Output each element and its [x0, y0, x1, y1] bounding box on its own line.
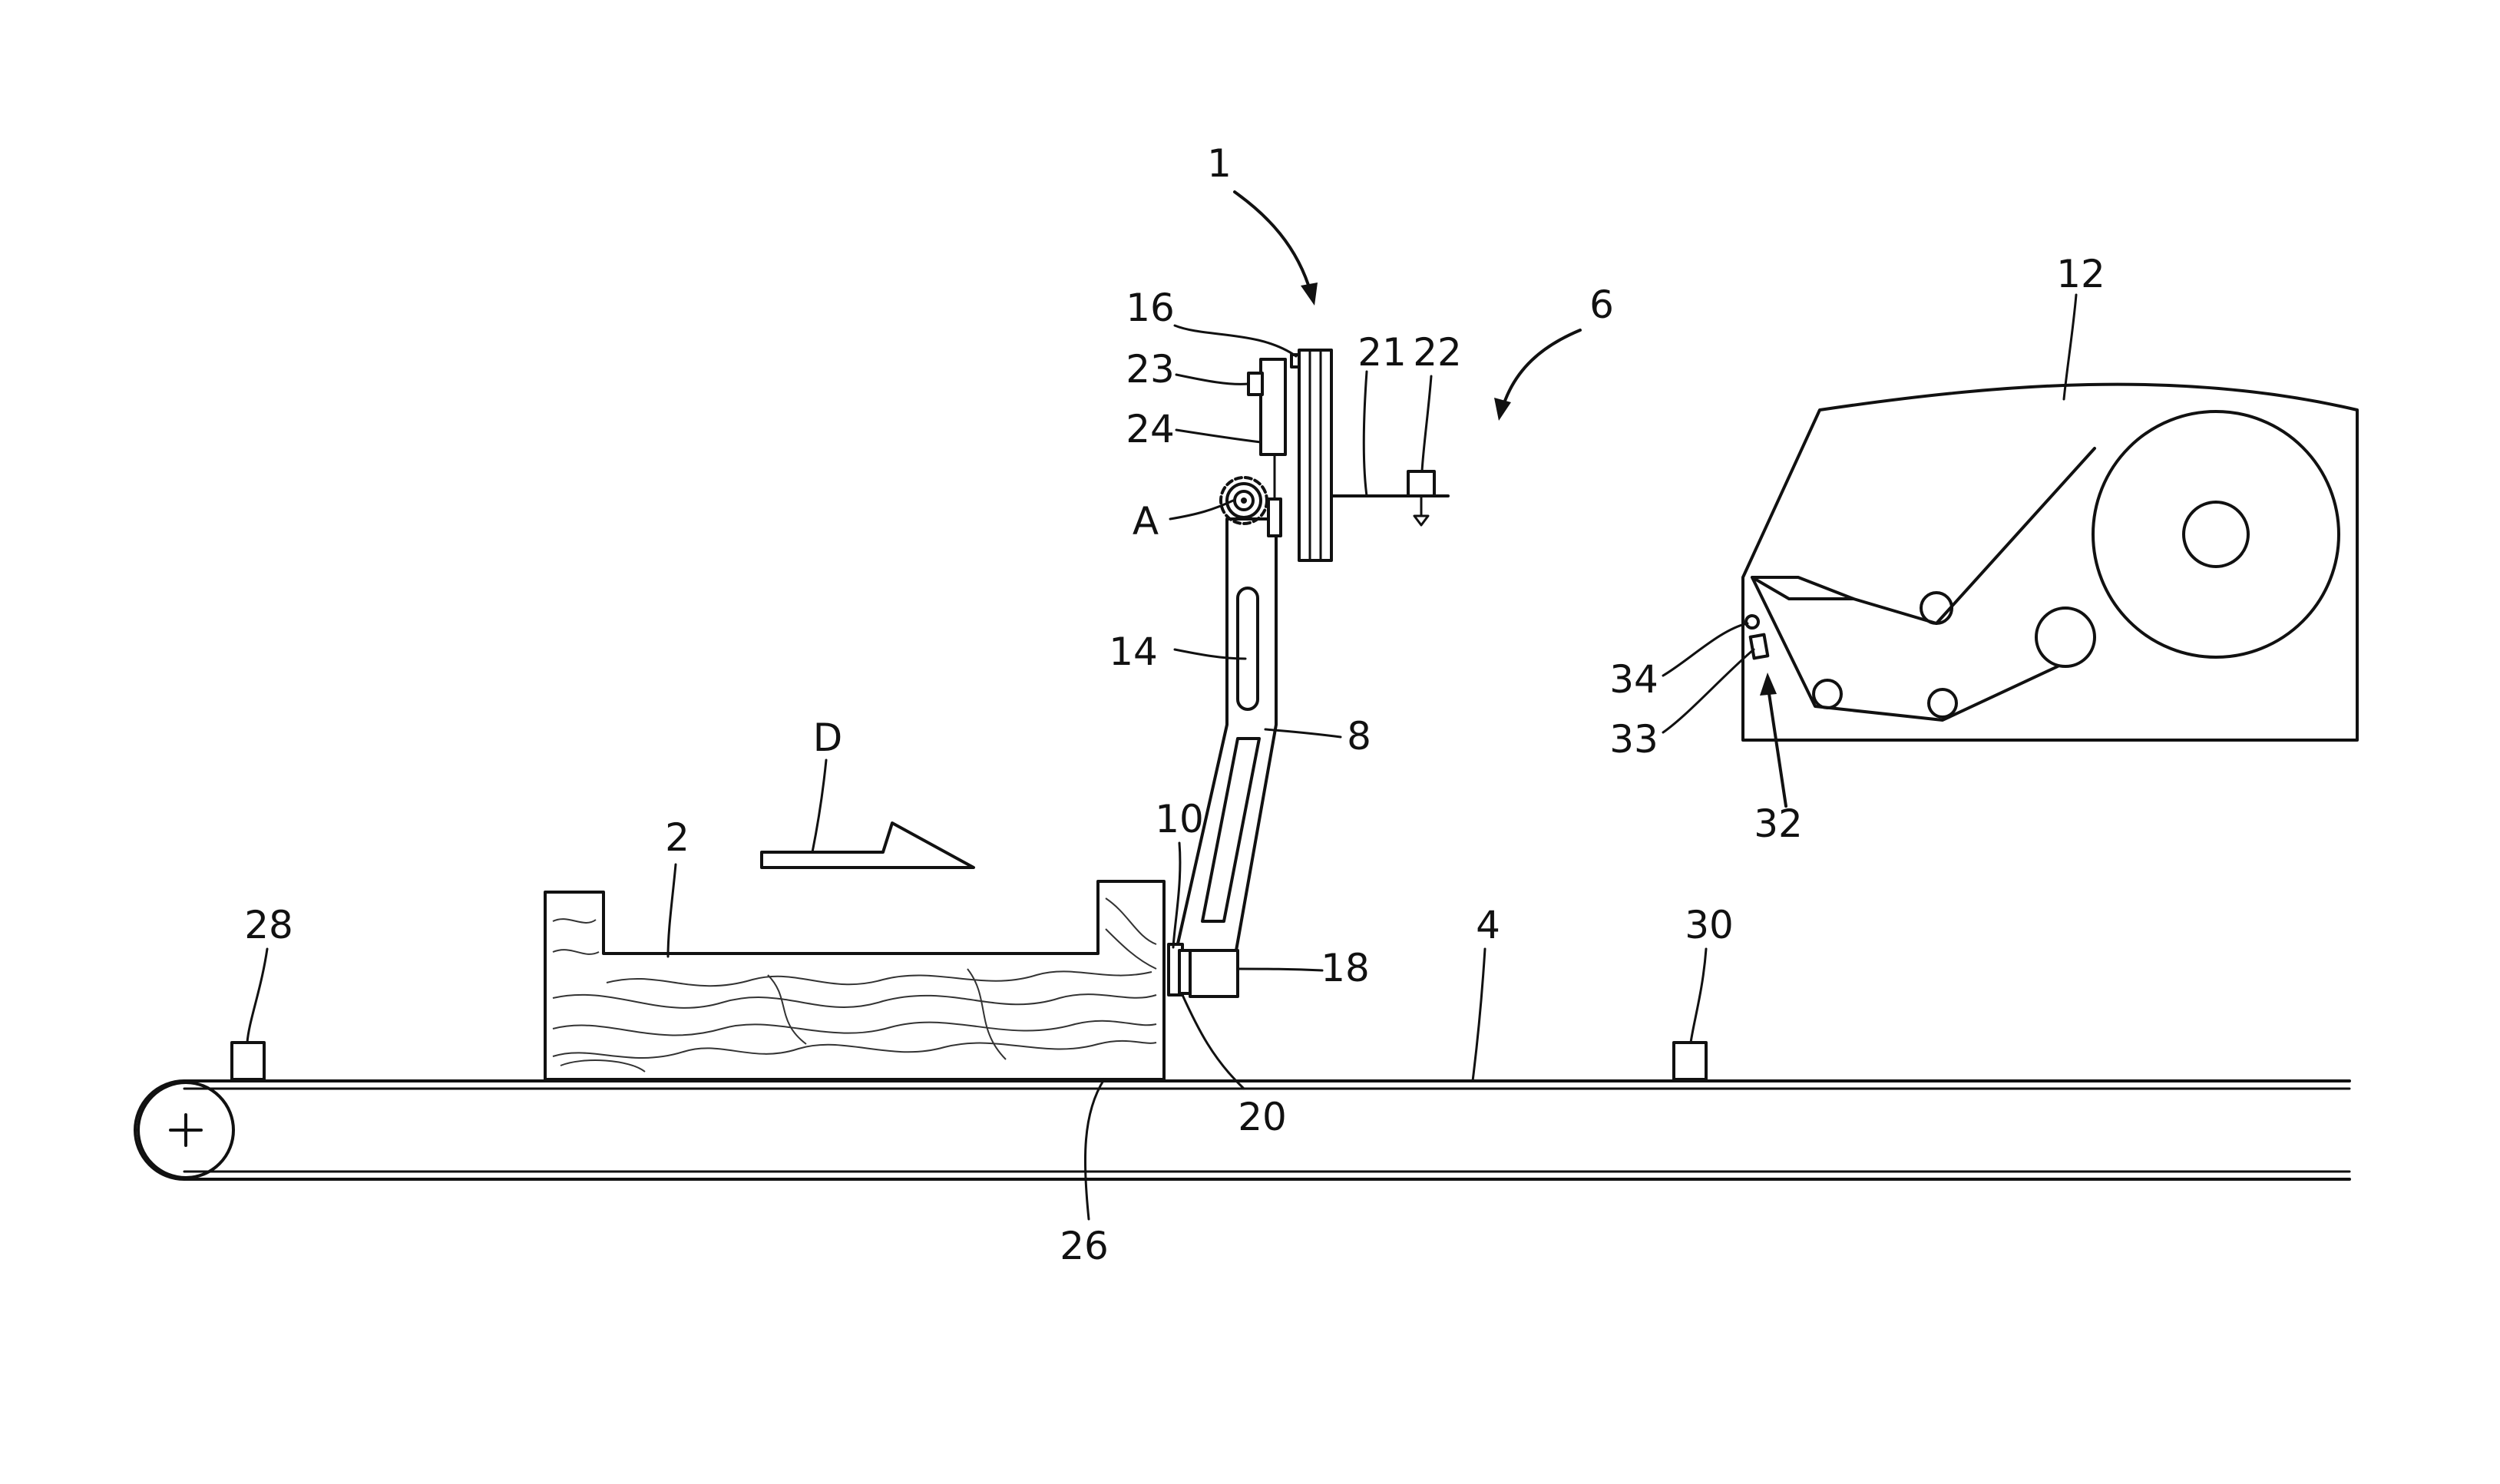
product-tray: [545, 881, 1164, 1079]
pad-10: [1169, 944, 1190, 995]
sensor-28: [232, 1043, 264, 1079]
ref-label-14: 14: [1109, 630, 1158, 674]
ref-label-4: 4: [1476, 903, 1500, 947]
ref-label-20: 20: [1238, 1095, 1287, 1139]
ref-label-24: 24: [1126, 407, 1175, 451]
rack: [1268, 499, 1281, 536]
box-22: [1408, 471, 1434, 496]
ref-label-34: 34: [1609, 657, 1658, 702]
ref-label-32: 32: [1754, 801, 1803, 846]
ref-label-D: D: [813, 716, 843, 760]
ref-label-22: 22: [1413, 330, 1462, 375]
ground-symbol: [1414, 496, 1428, 525]
ref-label-23: 23: [1126, 347, 1175, 392]
sensor-33: [1751, 635, 1768, 659]
conveyor-roller: [138, 1082, 233, 1178]
ref-label-28: 28: [244, 903, 293, 947]
ref-label-16: 16: [1126, 286, 1175, 330]
ref-label-26: 26: [1060, 1224, 1109, 1268]
gear-A: [1221, 478, 1267, 524]
direction-arrow: [762, 823, 974, 868]
ref-label-2: 2: [665, 815, 689, 860]
plate-16: [1291, 350, 1331, 560]
ref-label-33: 33: [1609, 717, 1658, 762]
ref-label-12: 12: [2056, 252, 2105, 296]
block-23: [1248, 373, 1262, 395]
label-printer: [1743, 385, 2357, 806]
ref-label-6: 6: [1589, 283, 1614, 327]
ref-label-10: 10: [1155, 797, 1204, 841]
block-18: [1190, 950, 1238, 996]
ref-label-30: 30: [1685, 903, 1734, 947]
ref-label-21: 21: [1357, 330, 1407, 375]
ref-label-A: A: [1133, 499, 1159, 544]
cylinder-24: [1261, 359, 1285, 454]
ref-label-1: 1: [1207, 141, 1232, 186]
applicator-arm: [1176, 519, 1276, 950]
ref-label-18: 18: [1321, 946, 1370, 990]
sensor-30: [1674, 1043, 1706, 1079]
ref-label-8: 8: [1347, 714, 1371, 759]
